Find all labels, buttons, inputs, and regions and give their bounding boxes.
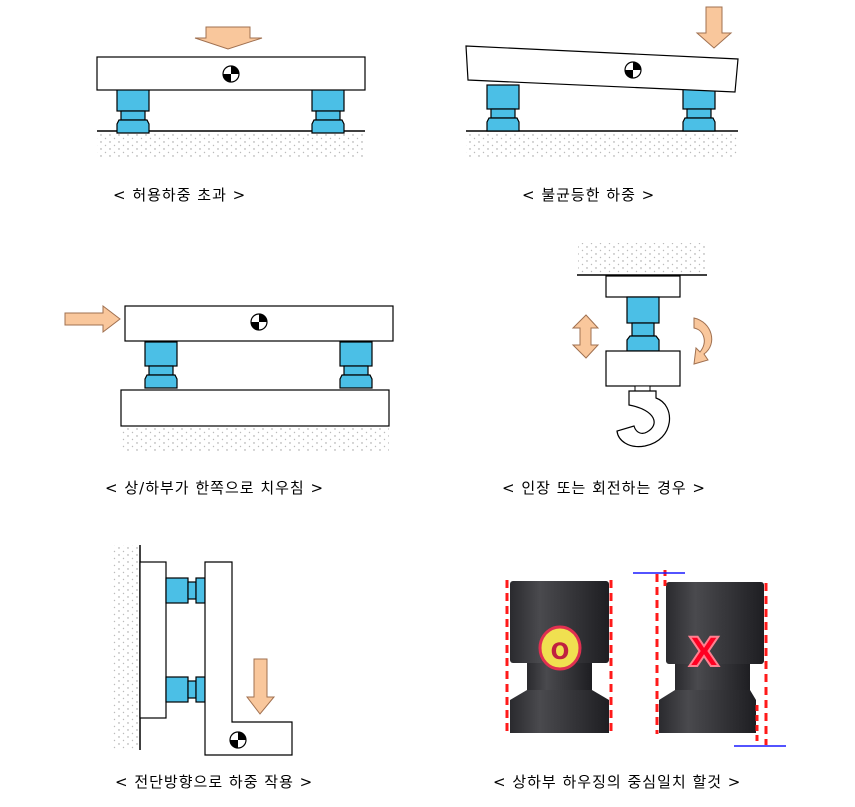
aligned-housing: O	[505, 580, 613, 735]
mount-foot	[116, 86, 150, 134]
upper-plate	[124, 305, 394, 342]
caption-uneven: < 불균등한 하중 >	[522, 186, 655, 204]
upper-block	[605, 275, 681, 298]
caption-tension-rotation: < 인장 또는 회전하는 경우 >	[502, 479, 706, 497]
ceiling	[578, 243, 706, 274]
mount-foot	[486, 84, 520, 132]
wrong-mark: X	[689, 630, 720, 676]
panel-overload: < 허용하중 초과 >	[96, 26, 366, 204]
rotation-arrow-icon	[693, 317, 713, 365]
correct-mark: O	[551, 640, 570, 665]
misaligned-housing: X	[633, 570, 786, 747]
down-arrow-icon	[194, 26, 263, 50]
tilted-plate	[465, 45, 739, 93]
panel-shear: < 전단방향으로 하중 작용 >	[112, 545, 313, 791]
caption-shear: < 전단방향으로 하중 작용 >	[115, 773, 313, 791]
caption-alignment: < 상하부 하우징의 중심일치 할것 >	[493, 773, 741, 791]
vertical-double-arrow-icon	[571, 314, 600, 359]
down-arrow-icon	[245, 658, 276, 715]
mount-foot	[311, 86, 345, 134]
lower-block	[605, 350, 681, 387]
ground	[466, 133, 738, 157]
center-of-gravity-icon	[624, 61, 642, 79]
panel-alignment: O X < 상하부 하우징의 중심일치 할것 >	[493, 570, 786, 791]
mount-foot	[165, 577, 206, 604]
caption-overload: < 허용하중 초과 >	[113, 186, 246, 204]
down-arrow-icon	[695, 6, 733, 49]
mount-foot	[144, 341, 178, 389]
panel-offset: < 상/하부가 한쪽으로 치우침 >	[64, 304, 394, 497]
correct-mark-badge	[538, 625, 582, 671]
caption-offset: < 상/하부가 한쪽으로 치우침 >	[105, 479, 324, 497]
mount-neck	[631, 322, 655, 337]
right-arrow-icon	[64, 304, 121, 334]
wall-plate	[139, 561, 167, 719]
mount-upper	[626, 296, 660, 324]
center-of-gravity-icon	[222, 65, 240, 83]
hook-neck	[634, 385, 651, 392]
l-bracket	[204, 561, 293, 756]
lower-plate	[120, 389, 390, 427]
mount-foot	[165, 676, 206, 703]
hook-icon	[616, 390, 671, 448]
wall	[112, 545, 139, 750]
mount-base	[626, 335, 660, 352]
mount-foot	[682, 84, 716, 132]
mount-foot	[339, 341, 373, 389]
center-of-gravity-icon	[250, 313, 268, 331]
ground	[97, 133, 365, 157]
panel-uneven-load: < 불균등한 하중 >	[465, 6, 739, 204]
panel-tension-rotation: < 인장 또는 회전하는 경우 >	[502, 243, 713, 497]
ground	[121, 428, 389, 452]
center-of-gravity-icon	[229, 731, 247, 749]
